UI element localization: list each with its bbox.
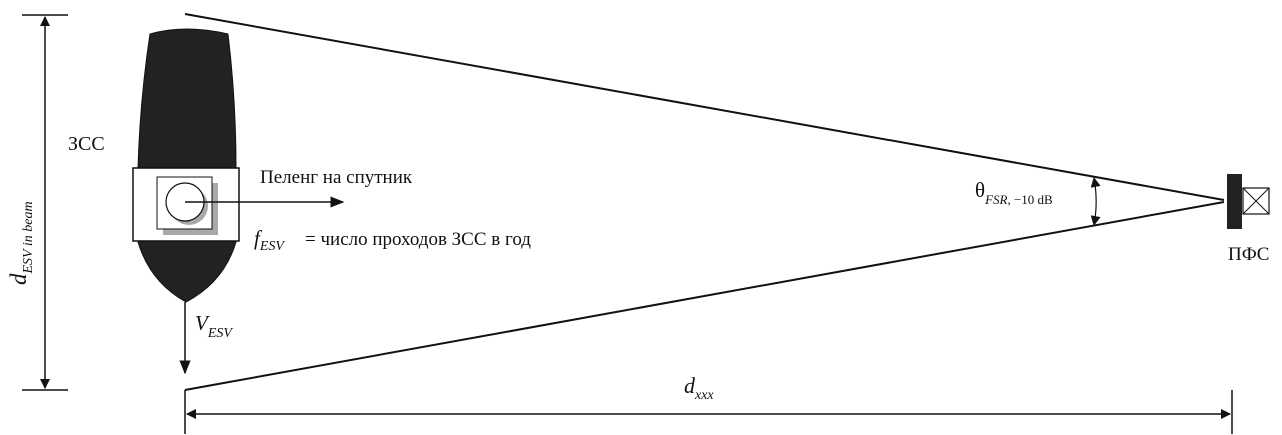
- bearing-label: Пеленг на спутник: [260, 167, 413, 188]
- esv-ship-hull: [137, 28, 237, 303]
- beam-upper-edge: [184, 13, 1225, 201]
- d-esv-beam-sub: ESV in beam: [21, 201, 36, 274]
- theta-tail: −10 dB: [1011, 192, 1053, 207]
- theta-label: θFSR, −10 dB: [975, 178, 1053, 207]
- theta-main: θ: [975, 178, 985, 202]
- theta-angle-arc: [1090, 177, 1101, 226]
- theta-sub: FSR,: [984, 192, 1011, 207]
- dxxx-main: d: [684, 373, 696, 398]
- fss-label: ПФС: [1228, 244, 1269, 265]
- dxxx-label: dxxx: [684, 373, 714, 403]
- beam-lower-edge: [184, 201, 1225, 391]
- d-esv-beam-label: dESV in beam: [6, 201, 36, 285]
- v-esv-sub: ESV: [207, 326, 234, 341]
- esv-label: ЗСС: [68, 133, 105, 155]
- fss-station-cross-2: [1242, 187, 1270, 215]
- f-esv-sub: ESV: [259, 239, 286, 254]
- f-esv-main: f: [254, 226, 263, 250]
- fss-station-body: [1227, 174, 1242, 229]
- v-esv-label: VESV: [195, 311, 233, 341]
- f-esv-label: fESV: [254, 226, 285, 254]
- d-esv-beam-main: d: [6, 273, 31, 285]
- v-esv-main: V: [195, 311, 210, 335]
- f-esv-description: = число проходов ЗСС в год: [305, 229, 531, 250]
- dxxx-sub: xxx: [694, 388, 714, 403]
